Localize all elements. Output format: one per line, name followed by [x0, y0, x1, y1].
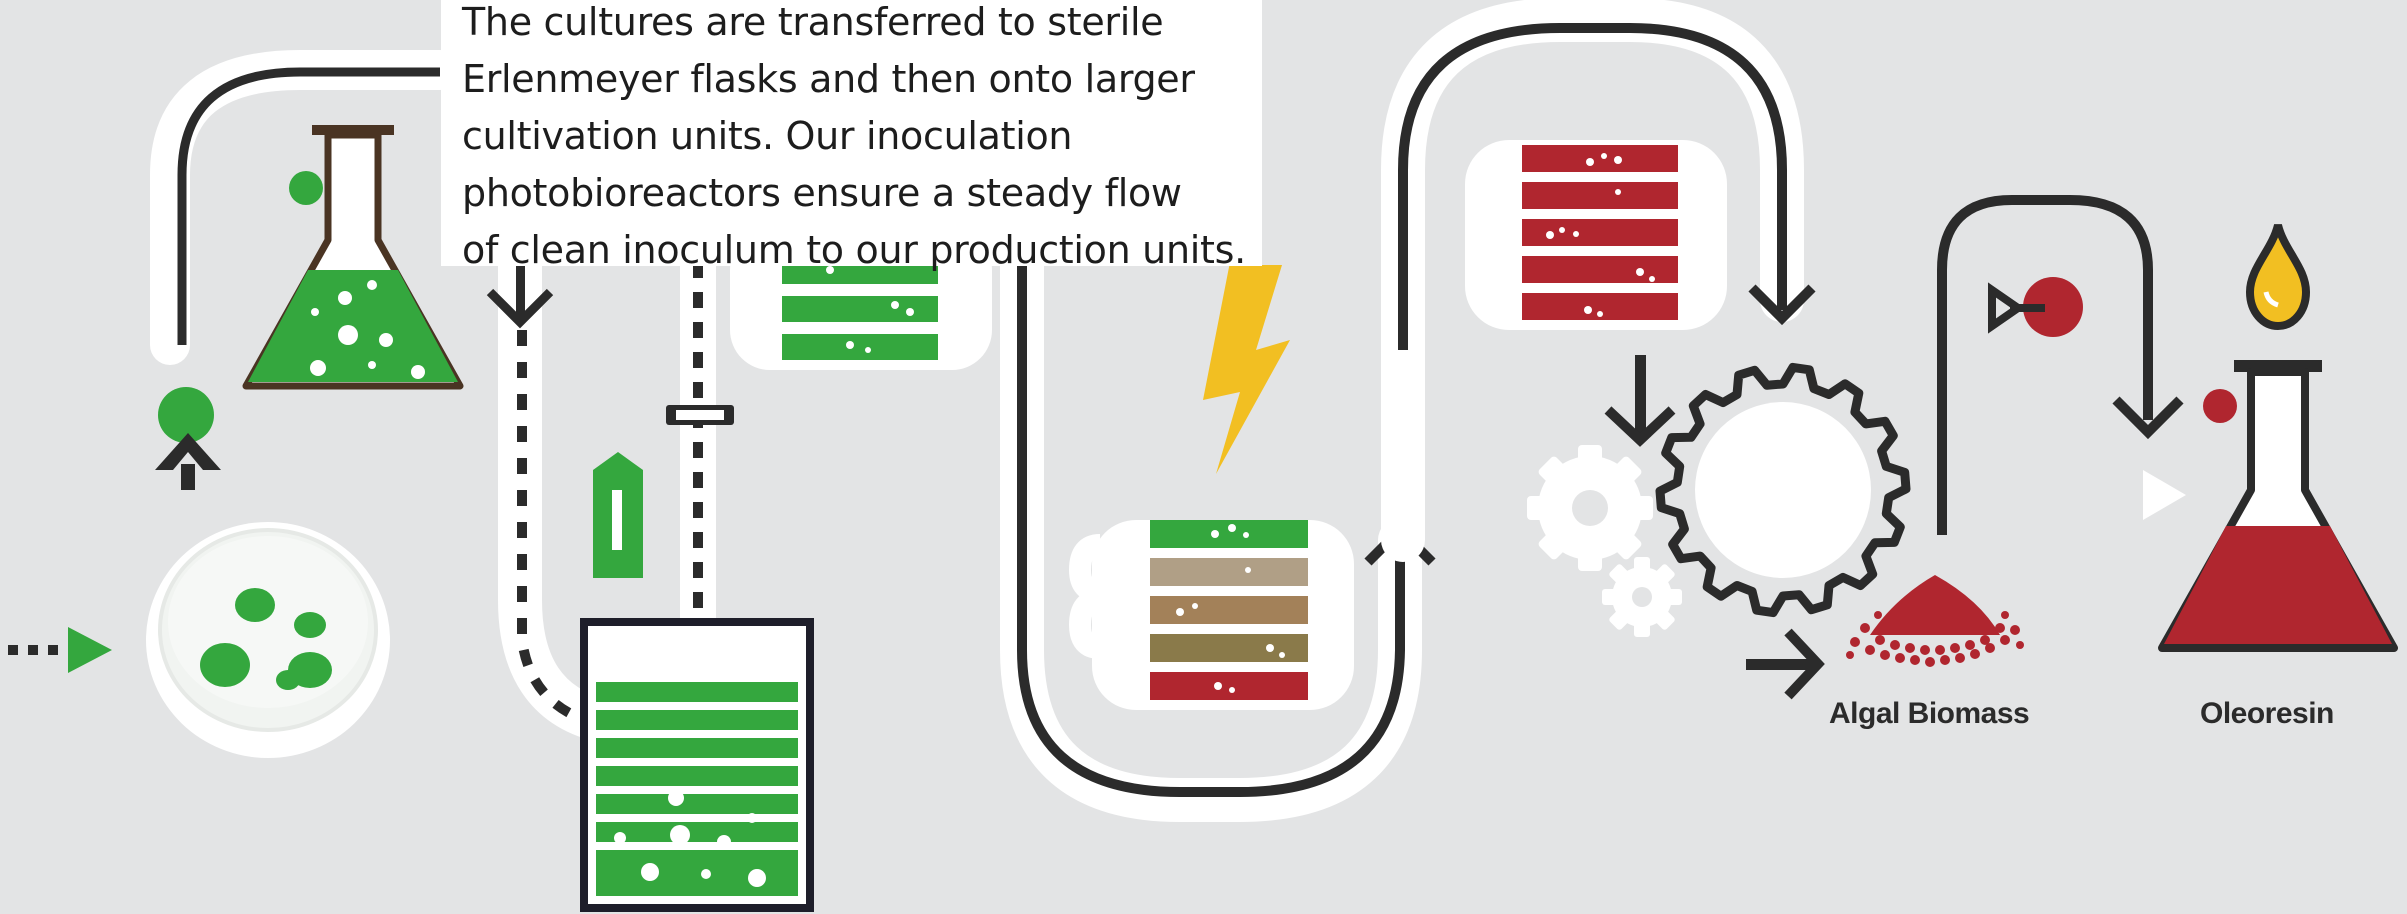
lightning-icon: [1203, 262, 1290, 474]
info-tooltip: The cultures are transferred to sterile …: [441, 0, 1262, 272]
input-arrow: [8, 627, 112, 673]
cell-icon: [1988, 277, 2083, 337]
erlenmeyer-flask-icon: [242, 125, 464, 390]
cell-dot: [289, 171, 323, 205]
tooltip-line: cultivation units. Our inoculation: [462, 114, 1073, 158]
gear-icon: [1527, 445, 1653, 571]
arrow-down-icon: [1604, 355, 1676, 447]
photobioreactor-icon: [1465, 140, 1727, 330]
gear-icon: [1655, 362, 1911, 618]
oil-drop-icon: [2245, 223, 2311, 331]
flow-arch-1: [150, 50, 460, 365]
tooltip-line: Erlenmeyer flasks and then onto larger: [462, 57, 1195, 101]
dotted-feed-line: [666, 260, 734, 620]
petri-dish-icon: [146, 522, 390, 758]
photobioreactor-icon: [1068, 520, 1354, 710]
erlenmeyer-flask-icon: [2158, 360, 2398, 652]
flow-arch-3: [1381, 0, 1816, 562]
arrow-up-icon: [155, 433, 221, 490]
photobioreactor-icon: [580, 618, 814, 912]
biomass-pile-icon: [1846, 575, 2024, 667]
arrow-right-icon: [1746, 628, 1825, 700]
tooltip-line: The cultures are transferred to sterile: [462, 0, 1164, 44]
tooltip-line: photobioreactors ensure a steady flow: [462, 171, 1182, 215]
cell-dot: [158, 387, 214, 443]
label-algal-biomass: Algal Biomass: [1829, 697, 2030, 730]
gear-icon: [1602, 557, 1682, 637]
cell-dot: [2203, 389, 2237, 423]
vial-icon: [593, 452, 643, 578]
tooltip-line: of clean inoculum to our production unit…: [462, 228, 1246, 272]
label-oleoresin: Oleoresin: [2200, 697, 2334, 730]
flow-arch-4: [1937, 195, 2184, 535]
play-triangle: [2143, 470, 2186, 520]
